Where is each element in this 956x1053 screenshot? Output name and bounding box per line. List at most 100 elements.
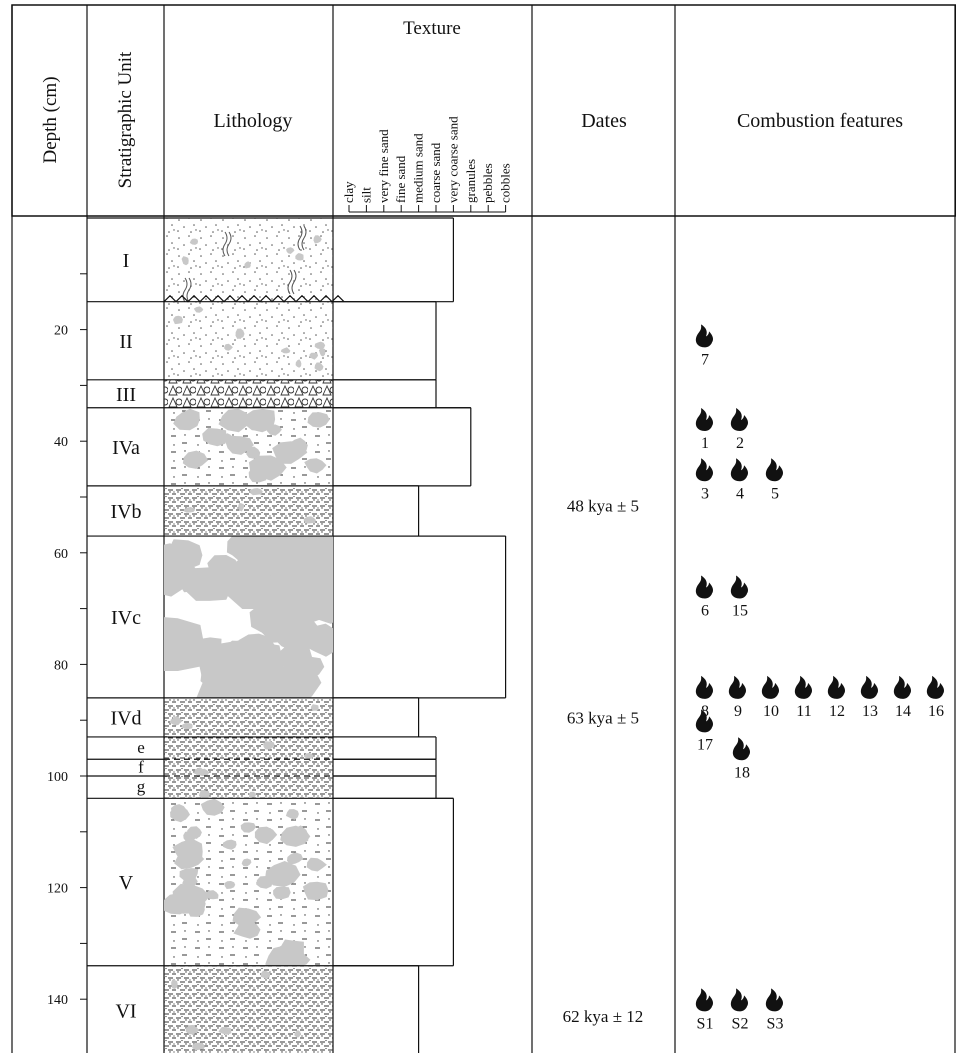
flame-icon — [860, 675, 878, 699]
combustion-feature: S1 — [695, 988, 714, 1032]
combustion-feature: 2 — [730, 408, 748, 452]
header-stratigraphic-unit: Stratigraphic Unit — [115, 51, 136, 188]
unit-label: IVc — [111, 607, 141, 629]
combustion-feature: S3 — [765, 988, 784, 1032]
lithology-fill — [164, 736, 333, 760]
unit-label: f — [138, 758, 144, 777]
unit-label: e — [137, 738, 145, 757]
column-frame — [11, 5, 956, 1053]
unit-label: VI — [115, 1000, 136, 1022]
texture-bar — [333, 379, 471, 409]
combustion-feature-label: 5 — [771, 485, 779, 502]
flame-icon — [730, 988, 748, 1012]
unit-V: V — [87, 797, 454, 967]
lithology-fill — [164, 407, 333, 486]
lithology-fill — [164, 798, 333, 966]
combustion-feature-label: 16 — [928, 703, 944, 720]
lithology-fill — [164, 759, 333, 777]
texture-label: very fine sand — [376, 129, 391, 203]
combustion-feature-label: 6 — [701, 602, 709, 619]
lithology-fill — [164, 301, 333, 380]
texture-label: clay — [341, 181, 356, 203]
combustion-feature-label: 7 — [701, 351, 709, 368]
texture-bar — [333, 301, 437, 381]
combustion-feature-label: 4 — [736, 485, 744, 502]
texture-label: fine sand — [393, 155, 408, 203]
unit-label: V — [119, 872, 134, 894]
flame-icon — [730, 408, 748, 432]
date-label: 63 kya ± 5 — [567, 708, 639, 727]
combustion-feature: S2 — [730, 988, 748, 1032]
depth-label: 120 — [47, 882, 68, 897]
flame-icon — [765, 458, 783, 482]
flame-icon — [695, 709, 713, 733]
texture-label: cobbles — [498, 163, 513, 203]
unit-label: IVb — [110, 501, 141, 523]
combustion-feature: 10 — [761, 675, 779, 720]
depth-label: 80 — [54, 658, 68, 673]
date-label: 62 kya ± 12 — [563, 1007, 644, 1026]
flame-icon — [926, 675, 944, 699]
flame-icon — [765, 988, 783, 1012]
combustion-feature-label: 9 — [734, 703, 742, 720]
lithology-fill — [164, 379, 333, 408]
depth-label: 100 — [47, 770, 68, 785]
combustion-feature: 17 — [695, 709, 713, 753]
flame-icon — [827, 675, 845, 699]
combustion-feature: 3 — [695, 458, 713, 502]
combustion-feature: 15 — [730, 575, 748, 619]
combustion-feature-label: 1 — [701, 435, 709, 452]
combustion-feature-label: 12 — [829, 703, 845, 720]
flame-icon — [893, 675, 911, 699]
lithology-fill — [164, 697, 333, 737]
depth-label: 60 — [54, 547, 68, 562]
combustion-feature-label: 17 — [697, 736, 713, 753]
combustion-feature-label: 14 — [895, 703, 911, 720]
combustion-feature: 4 — [730, 458, 748, 502]
header-row: Depth (cm) Stratigraphic Unit Lithology … — [11, 4, 956, 217]
unit-label: IVd — [110, 707, 141, 729]
texture-label: very coarse sand — [445, 116, 460, 203]
flame-icon — [695, 408, 713, 432]
flame-icon — [695, 988, 713, 1012]
flame-icon — [730, 575, 748, 599]
lithology-fill — [164, 218, 333, 302]
unit-II: II — [87, 301, 437, 381]
combustion-feature: 11 — [794, 675, 812, 720]
combustion-feature: 13 — [860, 675, 878, 720]
header-depth: Depth (cm) — [40, 76, 61, 163]
texture-bar — [333, 485, 506, 537]
lithology-fill — [164, 485, 333, 537]
texture-label: granules — [463, 159, 478, 203]
flame-icon — [728, 675, 746, 699]
unit-e: e — [87, 736, 437, 760]
lithology-fill — [164, 965, 333, 1053]
unit-IVd: IVd — [87, 697, 436, 738]
date-label: 48 kya ± 5 — [567, 496, 639, 515]
texture-bar — [333, 775, 454, 799]
texture-bar — [333, 535, 507, 699]
combustion-feature-label: S3 — [767, 1015, 784, 1032]
combustion-feature: 14 — [893, 675, 911, 720]
unit-VI: VI — [87, 965, 420, 1053]
flame-icon — [761, 675, 779, 699]
combustion-feature: 18 — [732, 737, 750, 781]
unit-label: I — [123, 250, 130, 272]
combustion-feature: 6 — [695, 575, 713, 619]
combustion-feature: 8 — [695, 675, 713, 720]
combustion-feature-label: 15 — [732, 602, 748, 619]
combustion-feature-label: S1 — [697, 1015, 714, 1032]
flame-icon — [695, 575, 713, 599]
texture-bar — [333, 407, 472, 487]
depth-label: 20 — [54, 324, 68, 339]
unit-IVa: IVa — [87, 407, 472, 487]
depth-label: 40 — [54, 435, 68, 450]
lithology-fill — [164, 536, 333, 698]
texture-label: pebbles — [480, 163, 495, 203]
combustion-feature-label: 11 — [796, 703, 811, 720]
combustion-feature: 16 — [926, 675, 944, 720]
unit-IVc: IVc — [87, 535, 507, 699]
